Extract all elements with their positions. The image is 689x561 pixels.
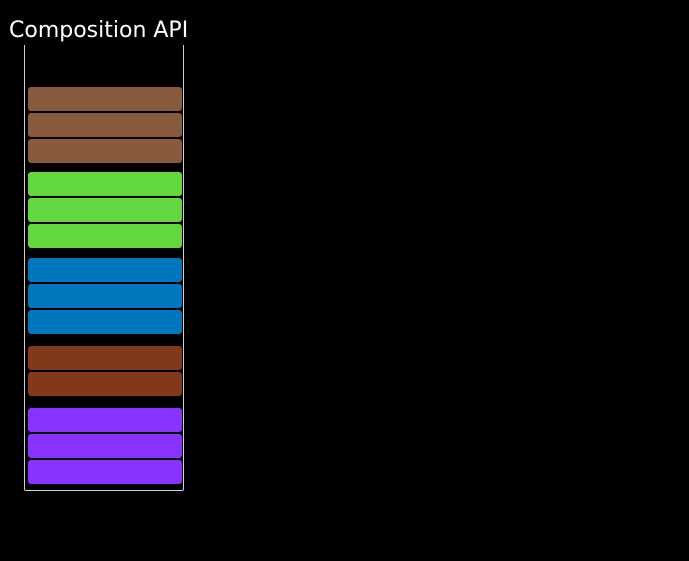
group-4-block [28,372,182,396]
group-2-block [28,198,182,222]
composition-column [24,45,184,491]
group-3-block [28,284,182,308]
group-3-block [28,258,182,282]
group-4-block [28,346,182,370]
group-1-block [28,87,182,111]
group-2-block [28,172,182,196]
diagram-title: Composition API [9,18,189,43]
group-5-block [28,460,182,484]
group-1-block [28,113,182,137]
group-1-block [28,139,182,163]
group-3-block [28,310,182,334]
group-5-block [28,434,182,458]
group-5-block [28,408,182,432]
group-2-block [28,224,182,248]
